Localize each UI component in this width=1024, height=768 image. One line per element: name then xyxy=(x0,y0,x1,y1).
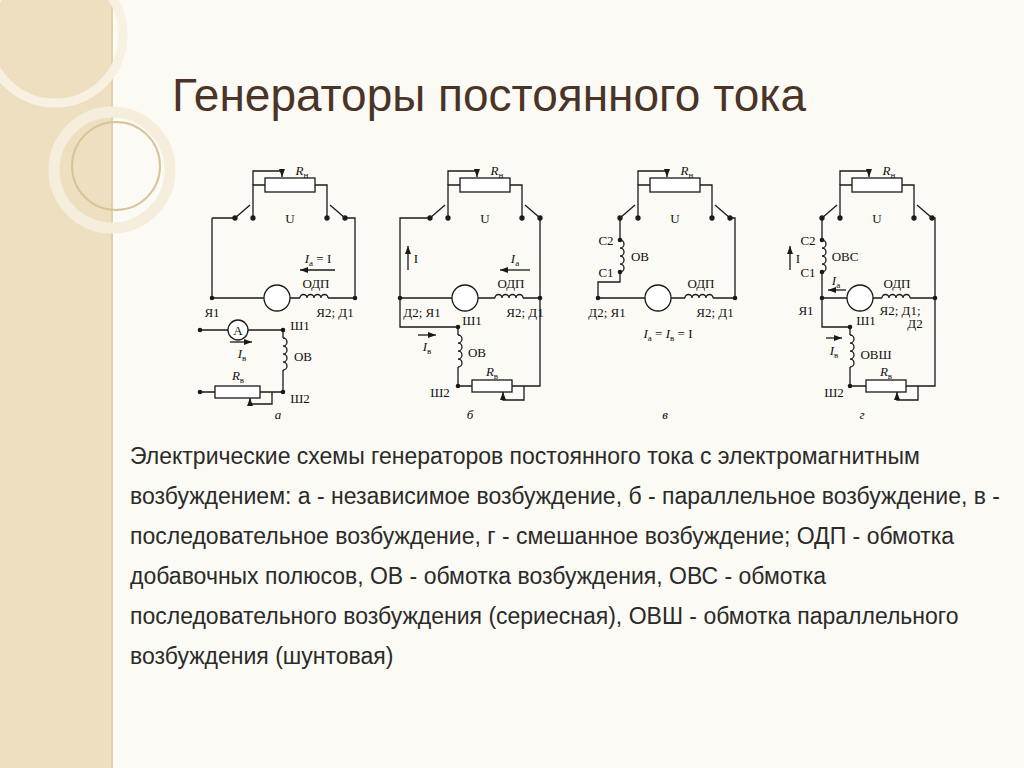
schematic-label: Iа = Iв = I xyxy=(644,327,693,340)
schematic-label: ОВ xyxy=(468,346,486,359)
schematic-label: Я2; Д1; xyxy=(879,304,920,317)
schematic-label: Rн xyxy=(681,164,694,177)
schematic-label: Rв xyxy=(880,365,892,378)
compound-excitation-circuit xyxy=(790,171,937,400)
schematic-label: U xyxy=(872,212,881,225)
schematic-label: Iа xyxy=(511,252,519,265)
schematic-label: Rв xyxy=(486,365,498,378)
schematic-label: Rн xyxy=(491,164,504,177)
schematic-label: Iв xyxy=(238,347,247,360)
slide-title: Генераторы постоянного тока xyxy=(172,70,806,121)
panel-letter: а xyxy=(275,408,282,421)
schematic-label: Я1 xyxy=(204,306,219,319)
schematic-label: U xyxy=(670,212,679,225)
panel-letter: г xyxy=(859,408,864,421)
schematic-label: Я2; Д1 xyxy=(506,306,543,319)
schematic-label: С2 xyxy=(800,234,815,247)
schematic-label: С1 xyxy=(800,266,815,279)
schematic-label: Ш1 xyxy=(856,314,876,327)
schematic-label: Ш1 xyxy=(290,319,310,332)
schematic-label: С2 xyxy=(598,234,613,247)
schematic-label: Iв xyxy=(830,344,839,357)
schematic-label: А xyxy=(233,324,242,337)
schematic-label: Д2; Я1 xyxy=(403,306,440,319)
schematic-label: ОВ xyxy=(631,250,649,263)
schematic-label: С1 xyxy=(598,266,613,279)
schematic-label: Iа xyxy=(832,274,840,287)
schematic-label: I xyxy=(414,252,418,265)
schematic-label: Rн xyxy=(883,164,896,177)
independent-excitation-circuit xyxy=(198,171,358,404)
schematic-label: Я2; Д1 xyxy=(316,306,353,319)
schematic-label: ОВШ xyxy=(860,348,891,361)
schematic-label: ОДП xyxy=(688,277,715,290)
parallel-excitation-circuit xyxy=(398,171,543,400)
schematic-label: Rв xyxy=(232,369,244,382)
schematic-label: ОДП xyxy=(498,277,525,290)
schematic-label: Ш2 xyxy=(824,386,844,399)
schematic-label: ОДП xyxy=(303,277,330,290)
schematic-label: I xyxy=(796,252,800,265)
schematic-label: Д2 xyxy=(907,317,922,330)
schematic-label: ОВС xyxy=(832,250,859,263)
schematic-label: Iв xyxy=(423,340,432,353)
schematic-label: Rн xyxy=(296,164,309,177)
schematic-label: Ш2 xyxy=(430,386,450,399)
schematic-label: Я1 xyxy=(798,304,813,317)
schematic-label: ОДП xyxy=(884,277,911,290)
schematic-label: Д2; Я1 xyxy=(588,306,625,319)
figure-caption: Электрические схемы генераторов постоянн… xyxy=(130,436,1010,676)
series-excitation-circuit xyxy=(596,171,738,311)
schematic-label: ОВ xyxy=(294,350,312,363)
schematic-label: U xyxy=(480,212,489,225)
panel-letter: б xyxy=(467,408,474,421)
schematic-label: Ш1 xyxy=(462,314,482,327)
panel-letter: в xyxy=(662,408,668,421)
schematic-label: Я2; Д1 xyxy=(696,306,733,319)
schematic-label: Iа = I xyxy=(305,252,332,265)
schematic-label: Ш2 xyxy=(290,392,310,405)
schematic-label: U xyxy=(285,212,294,225)
